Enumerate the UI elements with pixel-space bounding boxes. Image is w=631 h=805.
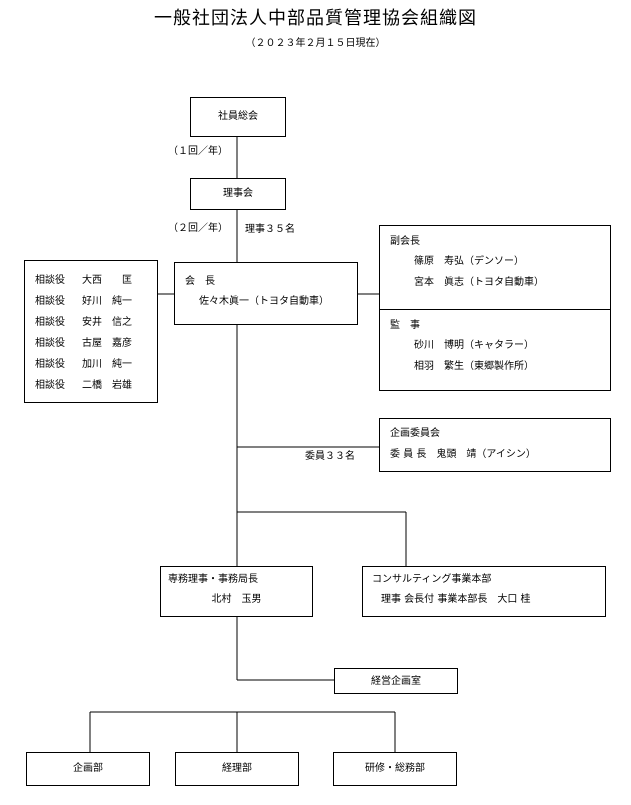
vice-chairman-member: 篠原 寿弘（デンソー） [414, 256, 524, 267]
department-box: 研修・総務部 [333, 752, 457, 786]
general-meeting-frequency: （１回／年） [168, 146, 228, 157]
advisor-name: 古屋 嘉彦 [82, 338, 132, 349]
chairman-title: 会 長 [185, 276, 215, 287]
planning-committee-count: 委員３３名 [305, 451, 355, 462]
chairman-box: 会 長 佐々木眞一（トヨタ自動車） [174, 262, 358, 325]
advisor-name: 好川 純一 [82, 296, 132, 307]
auditor-member: 砂川 博明（キャタラー） [414, 340, 534, 351]
vice-chairman-title: 副会長 [390, 236, 420, 247]
advisor-role: 相談役 [35, 338, 65, 349]
general-meeting-label: 社員総会 [218, 111, 258, 122]
advisor-name: 二橋 岩雄 [82, 380, 132, 391]
officers-divider [380, 309, 610, 310]
consulting-division-head: 理事 会長付 事業本部長 大口 桂 [381, 594, 531, 605]
advisor-role: 相談役 [35, 296, 65, 307]
chart-title: 一般社団法人中部品質管理協会組織図 [154, 8, 477, 29]
department-label: 研修・総務部 [365, 763, 425, 774]
chairman-name: 佐々木眞一（トヨタ自動車） [199, 296, 329, 307]
auditor-member: 相羽 繁生（東郷製作所） [414, 361, 534, 372]
department-box: 経理部 [175, 752, 299, 786]
advisor-name: 加川 純一 [82, 359, 132, 370]
executive-name: 北村 玉男 [211, 594, 262, 605]
consulting-division-box: コンサルティング事業本部 理事 会長付 事業本部長 大口 桂 [362, 566, 606, 617]
vice-chairman-member: 宮本 眞志（トヨタ自動車） [414, 277, 544, 288]
planning-committee-box: 企画委員会 委 員 長 鬼頭 靖（アイシン） [379, 418, 611, 472]
planning-committee-title: 企画委員会 [390, 428, 440, 439]
advisor-role: 相談役 [35, 275, 65, 286]
advisor-name: 大西 匡 [82, 275, 132, 286]
advisor-name: 安井 信之 [82, 317, 132, 328]
advisor-role: 相談役 [35, 380, 65, 391]
executive-box: 専務理事・事務局長 北村 玉男 [160, 566, 313, 617]
advisor-role: 相談役 [35, 317, 65, 328]
management-office-label: 経営企画室 [371, 676, 421, 687]
department-label: 企画部 [73, 763, 103, 774]
board-box: 理事会 [190, 178, 286, 210]
executive-title: 専務理事・事務局長 [168, 574, 258, 585]
department-label: 経理部 [222, 763, 252, 774]
chart-date: （２０２３年２月１５日現在） [245, 38, 386, 49]
board-member-count: 理事３５名 [245, 224, 295, 235]
advisor-role: 相談役 [35, 359, 65, 370]
officers-box: 副会長 篠原 寿弘（デンソー） 宮本 眞志（トヨタ自動車） 監 事 砂川 博明（… [379, 225, 611, 391]
department-box: 企画部 [26, 752, 150, 786]
management-office-box: 経営企画室 [334, 668, 458, 694]
planning-committee-chair: 委 員 長 鬼頭 靖（アイシン） [390, 449, 536, 460]
general-meeting-box: 社員総会 [190, 97, 286, 137]
auditor-title: 監 事 [390, 320, 420, 331]
advisors-box: 相談役 大西 匡 相談役 好川 純一 相談役 安井 信之 相談役 古屋 嘉彦 相… [24, 260, 158, 403]
board-label: 理事会 [223, 188, 253, 199]
board-frequency: （２回／年） [168, 223, 228, 234]
consulting-division-title: コンサルティング事業本部 [372, 574, 492, 585]
